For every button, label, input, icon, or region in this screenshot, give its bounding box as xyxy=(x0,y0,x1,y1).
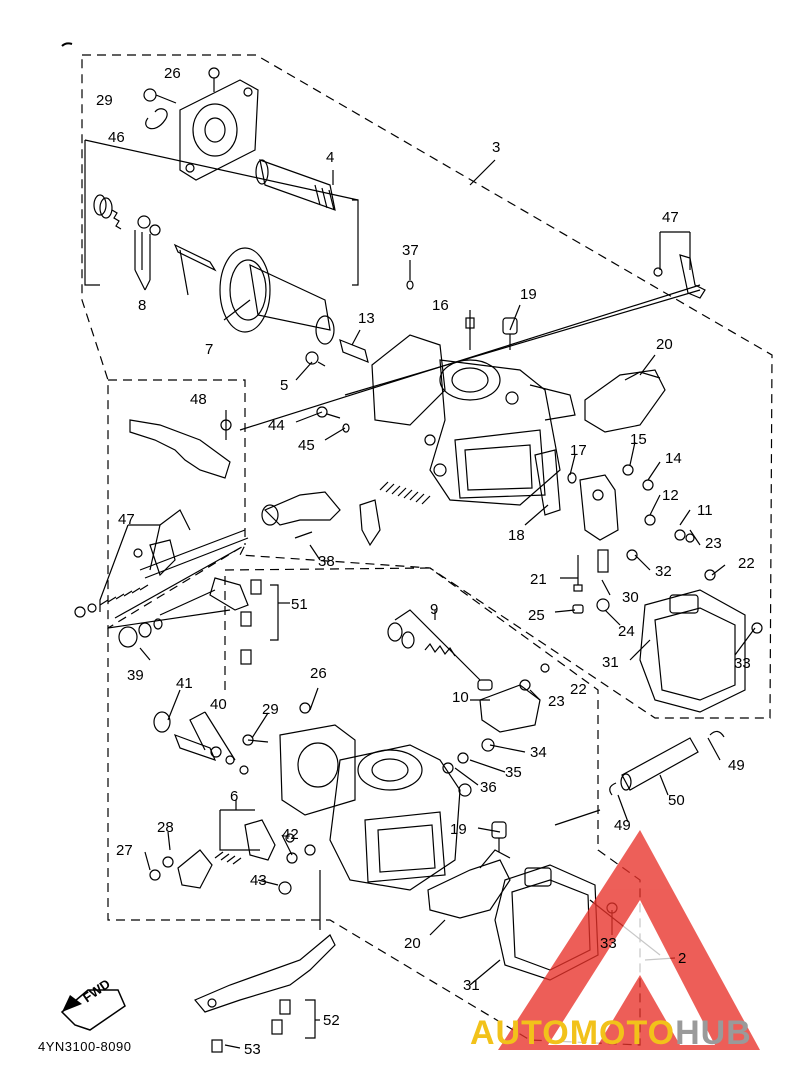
upper-assembly-boundary xyxy=(81,54,773,719)
callout-33: 33 xyxy=(734,655,751,672)
callout-16: 16 xyxy=(432,297,449,314)
callout-53: 53 xyxy=(244,1041,261,1058)
callout-5: 5 xyxy=(280,377,289,394)
callout-48: 48 xyxy=(190,391,207,408)
bracket-52 xyxy=(305,999,316,1039)
callout-20-lower: 20 xyxy=(404,935,421,952)
callout-6: 6 xyxy=(230,788,239,805)
callout-49-lower: 49 xyxy=(614,817,631,834)
callout-15: 15 xyxy=(630,431,647,448)
callout-50: 50 xyxy=(668,792,685,809)
inner-dashed-guide-2 xyxy=(108,379,246,545)
callout-4: 4 xyxy=(326,149,335,166)
callout-49: 49 xyxy=(728,757,745,774)
callout-29: 29 xyxy=(96,92,113,109)
bracket-51 xyxy=(270,584,279,641)
callout-45: 45 xyxy=(298,437,315,454)
callout-25: 25 xyxy=(528,607,545,624)
callout-29-lower: 29 xyxy=(262,701,279,718)
callout-38: 38 xyxy=(318,553,335,570)
callout-43: 43 xyxy=(250,872,267,889)
callout-19-lower: 19 xyxy=(450,821,467,838)
callout-28: 28 xyxy=(157,819,174,836)
callout-47: 47 xyxy=(662,209,679,226)
callout-20: 20 xyxy=(656,336,673,353)
callout-23: 23 xyxy=(705,535,722,552)
bracket-6 xyxy=(219,810,260,851)
callout-34: 34 xyxy=(530,744,547,761)
bracket-8 xyxy=(84,140,100,286)
callout-33-lower: 33 xyxy=(600,935,617,952)
callout-26-lower: 26 xyxy=(310,665,327,682)
callout-26: 26 xyxy=(164,65,181,82)
callout-31: 31 xyxy=(602,654,619,671)
callout-14: 14 xyxy=(665,450,682,467)
callout-12: 12 xyxy=(662,487,679,504)
callout-41: 41 xyxy=(176,675,193,692)
callout-51: 51 xyxy=(291,596,308,613)
watermark-text-1: AUTOMOTO xyxy=(470,1014,676,1052)
callout-8: 8 xyxy=(138,297,147,314)
callout-24: 24 xyxy=(618,623,635,640)
callout-42: 42 xyxy=(282,826,299,843)
callout-9: 9 xyxy=(430,601,439,618)
inner-dashed-guide xyxy=(224,567,431,690)
callout-27: 27 xyxy=(116,842,133,859)
callout-3: 3 xyxy=(492,139,501,156)
callout-13: 13 xyxy=(358,310,375,327)
callout-2: 2 xyxy=(678,950,687,967)
watermark-text-2: HUB xyxy=(675,1014,752,1052)
callout-22-lower: 22 xyxy=(570,681,587,698)
callout-7: 7 xyxy=(205,341,214,358)
watermark-text: AUTOMOTOHUB xyxy=(470,1014,752,1053)
callout-52: 52 xyxy=(323,1012,340,1029)
callout-35: 35 xyxy=(505,764,522,781)
callout-19: 19 xyxy=(520,286,537,303)
callout-30: 30 xyxy=(622,589,639,606)
callout-44: 44 xyxy=(268,417,285,434)
callout-10: 10 xyxy=(452,689,469,706)
callout-36: 36 xyxy=(480,779,497,796)
callout-23-lower: 23 xyxy=(548,693,565,710)
bracket-4 xyxy=(352,199,359,286)
callout-47-lower: 47 xyxy=(118,511,135,528)
callout-32: 32 xyxy=(655,563,672,580)
fwd-arrow-icon xyxy=(60,989,126,1031)
callout-39: 39 xyxy=(127,667,144,684)
callout-31-lower: 31 xyxy=(463,977,480,994)
callout-11: 11 xyxy=(697,502,713,519)
callout-40: 40 xyxy=(210,696,227,713)
watermark-logo-icon xyxy=(498,830,760,1050)
callout-18: 18 xyxy=(508,527,525,544)
callout-22: 22 xyxy=(738,555,755,572)
callout-17: 17 xyxy=(570,442,587,459)
part-number-code: 4YN3100-8090 xyxy=(38,1039,132,1054)
callout-46: 46 xyxy=(108,129,125,146)
callout-21: 21 xyxy=(530,571,547,588)
callout-37: 37 xyxy=(402,242,419,259)
